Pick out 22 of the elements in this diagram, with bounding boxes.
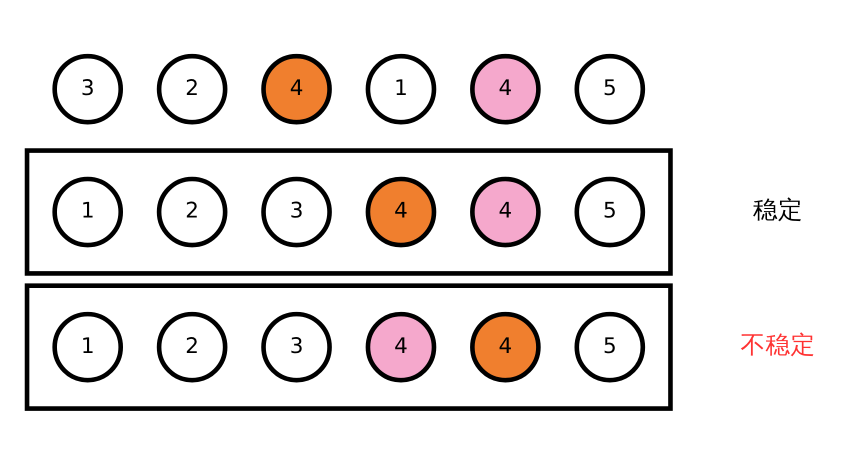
node-label: 不稳定: [740, 329, 816, 358]
node-circle: 4: [366, 311, 436, 382]
node-circle: 5: [574, 311, 646, 382]
node-circle: 5: [574, 176, 646, 247]
node-circle: 4: [470, 176, 541, 247]
node-circle: 3: [261, 176, 332, 247]
node-circle: 2: [156, 53, 228, 124]
cluster: [24, 148, 673, 276]
node-circle: 2: [156, 176, 228, 247]
node-circle: 3: [261, 311, 332, 382]
node-circle: 1: [366, 53, 436, 124]
node-label: 稳定: [752, 194, 803, 224]
node-circle: 1: [52, 176, 124, 247]
node-circle: 4: [366, 176, 436, 247]
node-circle: 2: [156, 311, 228, 382]
node-circle: 4: [470, 53, 541, 124]
cluster: [24, 282, 673, 410]
node-circle: 4: [261, 53, 332, 124]
node-circle: 4: [470, 311, 541, 382]
node-circle: 3: [52, 53, 124, 124]
node-circle: 1: [52, 311, 124, 382]
node-circle: 5: [574, 53, 646, 124]
